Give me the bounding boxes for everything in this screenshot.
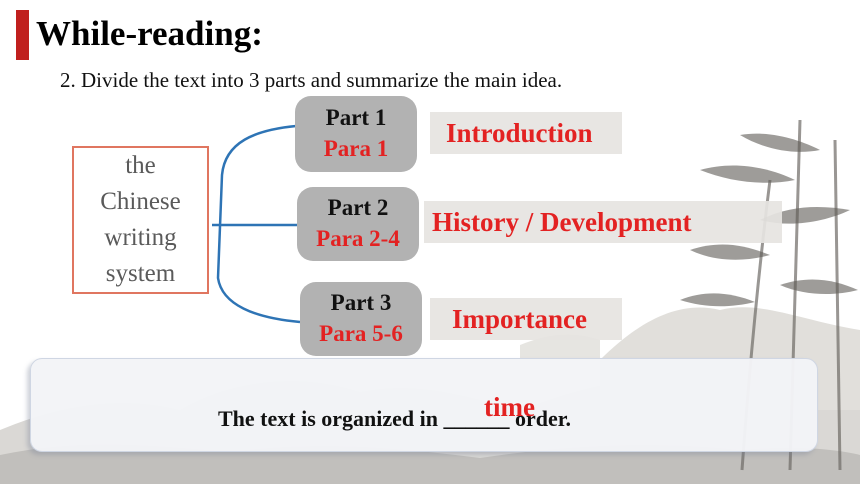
part-3-box: Part 3 Para 5-6 — [300, 282, 422, 356]
part-2-summary: History / Development — [424, 201, 782, 243]
blank-answer: time — [484, 392, 535, 422]
part-2-box: Part 2 Para 2-4 — [297, 187, 419, 261]
topic-box: the Chinese writing system — [72, 146, 209, 294]
sentence-end: order. — [515, 406, 572, 431]
conclusion-sentence: The text is organized in ______ order. — [218, 405, 571, 433]
topic-line: Chinese — [100, 188, 181, 215]
part-label: Part 1 — [325, 105, 387, 130]
para-range: Para 2-4 — [316, 226, 400, 251]
page-title: While-reading: — [36, 14, 263, 53]
topic-line: writing — [104, 224, 177, 251]
part-label: Part 3 — [330, 290, 392, 315]
part-3-summary: Importance — [430, 298, 622, 340]
topic-line: the — [125, 152, 156, 179]
sentence-start: The text is organized in — [218, 406, 438, 431]
title-accent-bar — [16, 10, 29, 60]
conclusion-box — [30, 358, 818, 452]
part-1-summary: Introduction — [430, 112, 622, 154]
para-range: Para 5-6 — [319, 321, 403, 346]
answer-blank: ______ — [443, 406, 510, 431]
para-range: Para 1 — [323, 136, 389, 161]
part-1-box: Part 1 Para 1 — [295, 96, 417, 172]
topic-line: system — [105, 260, 176, 287]
part-label: Part 2 — [327, 195, 389, 220]
task-instruction: 2. Divide the text into 3 parts and summ… — [60, 68, 563, 92]
